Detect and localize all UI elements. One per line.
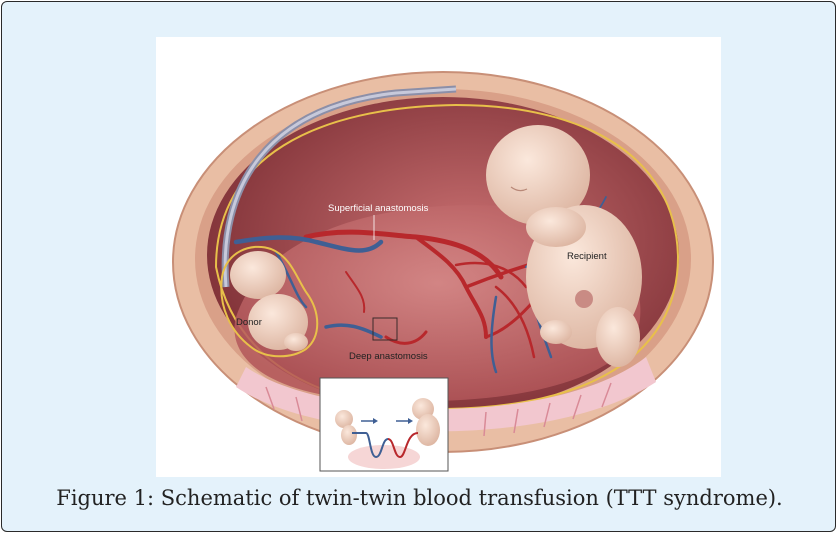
figure-caption: Figure 1: Schematic of twin-twin blood t… (2, 486, 836, 510)
ttts-illustration: Superficial anastomosis Recipient Donor … (156, 37, 721, 477)
inset-panel (320, 378, 448, 471)
label-deep-anastomosis: Deep anastomosis (349, 351, 428, 362)
label-recipient: Recipient (567, 251, 607, 262)
label-donor: Donor (236, 317, 262, 328)
label-superficial-anastomosis: Superficial anastomosis (328, 203, 429, 214)
